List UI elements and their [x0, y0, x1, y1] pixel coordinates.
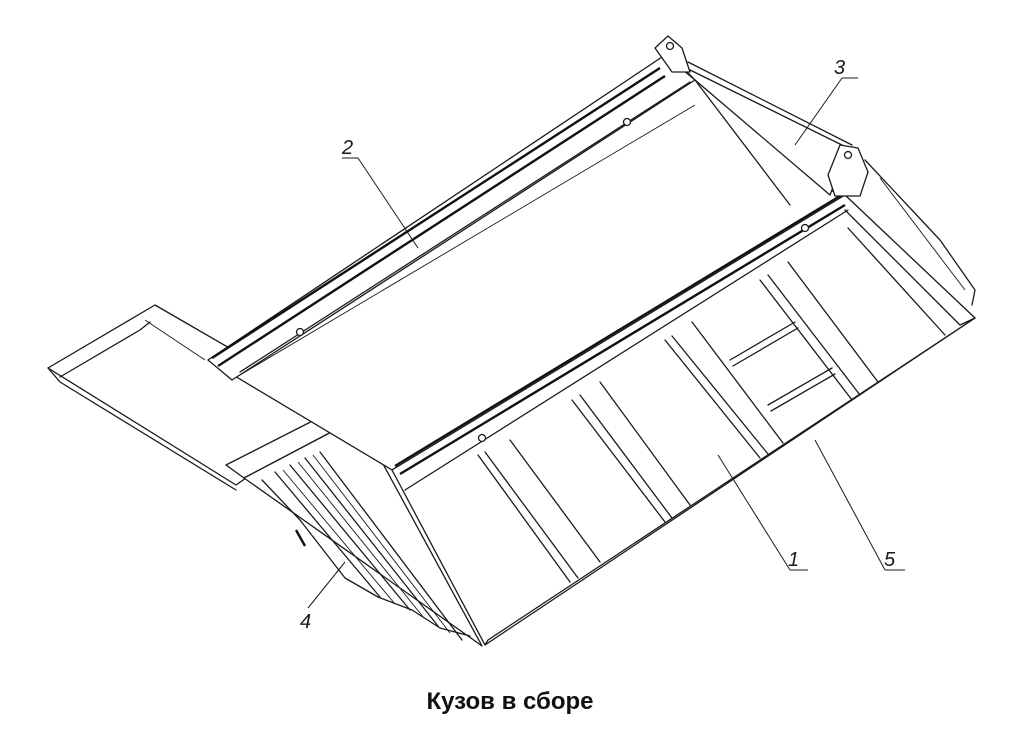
callout-2: 2 [341, 137, 353, 159]
callout-1: 1 [788, 549, 799, 571]
callout-4: 4 [300, 611, 311, 633]
callout-5: 5 [884, 549, 896, 571]
right-side-board [391, 144, 976, 646]
canopy [47, 304, 341, 491]
left-side-board [207, 54, 696, 381]
rear-board [654, 35, 853, 206]
callout-leaders [307, 77, 905, 609]
callout-3: 3 [834, 57, 845, 79]
side-ribs [477, 227, 946, 583]
figure-caption: Кузов в сборе [426, 688, 594, 715]
